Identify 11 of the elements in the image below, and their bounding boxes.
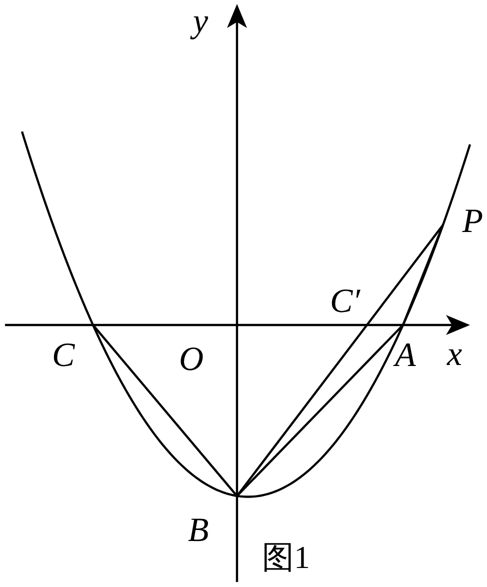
point-label: A [395,325,431,373]
line-segment [402,224,444,326]
point-label: C [52,325,93,373]
point-label: C′ [330,285,360,319]
axis-label: x [447,338,462,372]
figure-caption: 图1 [262,540,310,574]
origin-label: O [179,343,204,377]
line-segment [92,324,238,497]
line-segment [236,324,404,497]
point-label: B [188,496,237,548]
point-label: P [443,202,483,241]
